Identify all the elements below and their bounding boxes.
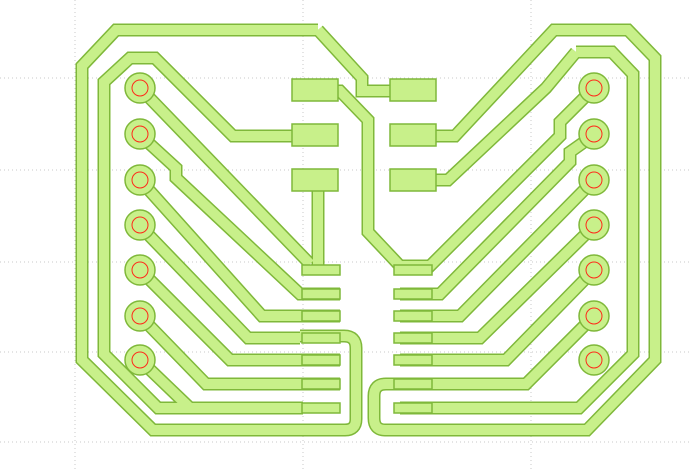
trace-left-pin6-fill [136,312,340,389]
right-pin-7-drill [585,351,603,369]
trace-right-smd2 [412,47,581,187]
trace-right-pin6-fill [430,312,598,389]
trace-right-smd2-fill [412,48,580,185]
left-pin-3-pad [124,164,156,196]
smd-pad-left-1 [291,78,339,102]
left-pin-5-drill [131,261,149,279]
right-pin-6-drill [585,307,603,325]
right-pin-6-pad [578,300,610,332]
right-pin-4-drill [585,216,603,234]
left-pin-5-pad [124,254,156,286]
smd-pad-left-3 [291,168,339,192]
finger-left-2 [301,288,341,300]
finger-left-1 [301,264,341,276]
left-pin-1-drill [131,79,149,97]
finger-right-1 [393,264,433,276]
right-pin-5-pad [578,254,610,286]
left-pin-1-pad [124,72,156,104]
finger-left-5 [301,354,341,366]
finger-right-7 [393,402,433,414]
connector-fingers [301,264,433,414]
finger-right-2 [393,288,433,300]
left-pin-4-drill [131,216,149,234]
trace-right-inner-frame-fill [400,47,638,413]
left-pin-2-pad [124,118,156,150]
right-pin-header [578,72,610,376]
right-pin-3-drill [585,171,603,189]
trace-fills [77,25,660,435]
right-pin-2-drill [585,125,603,143]
left-pin-7-drill [131,351,149,369]
finger-left-7 [301,402,341,414]
left-pin-2-drill [131,125,149,143]
right-pin-7-pad [578,344,610,376]
trace-left-top-link-fill [314,26,412,96]
smd-pad-right-1 [389,78,437,102]
right-pin-1-pad [578,72,610,104]
trace-left-inner-frame-fill [99,53,303,413]
finger-right-3 [393,310,433,322]
left-pin-6-drill [131,307,149,325]
right-pin-2-pad [578,118,610,150]
right-pin-4-pad [578,209,610,241]
finger-left-3 [301,310,341,322]
left-pin-4-pad [124,209,156,241]
trace-left-outer-frame-fill [77,25,361,435]
left-pin-3-drill [131,171,149,189]
finger-right-5 [393,354,433,366]
finger-left-4 [301,332,341,344]
right-pin-3-pad [578,164,610,196]
trace-left-pin1-fill [136,84,314,268]
left-pin-6-pad [124,300,156,332]
smd-pad-right-2 [389,123,437,147]
smd-pad-left-2 [291,123,339,147]
right-pin-5-drill [585,261,603,279]
finger-right-4 [393,332,433,344]
smd-pads [291,78,437,192]
smd-pad-right-3 [389,168,437,192]
trace-right-outer-frame-fill [369,25,660,435]
left-pin-header [124,72,156,376]
left-pin-7-pad [124,344,156,376]
finger-left-6 [301,378,341,390]
trace-right-pin5-fill [400,266,598,365]
right-pin-1-drill [585,79,603,97]
finger-right-6 [393,378,433,390]
trace-left-pin4-fill [136,222,300,343]
